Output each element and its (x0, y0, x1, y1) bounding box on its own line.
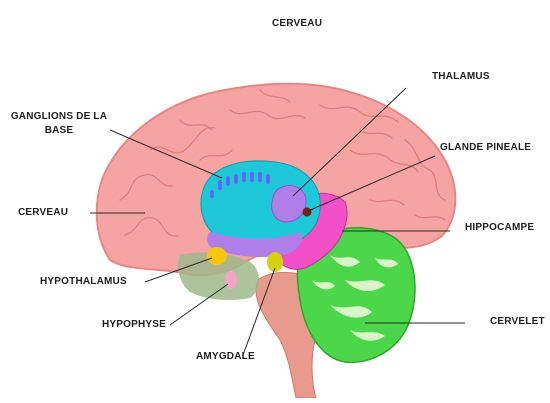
label-glande-pineale: GLANDE PINEALE (440, 142, 531, 153)
label-hypothalamus: HYPOTHALAMUS (40, 276, 127, 287)
label-cerveau: CERVEAU (18, 207, 68, 218)
label-cervelet: CERVELET (490, 316, 545, 327)
label-thalamus: THALAMUS (432, 71, 490, 82)
pineal-gland (303, 208, 312, 217)
label-ganglions: GANGLIONS DE LA BASE (8, 110, 110, 138)
diagram-title: CERVEAU (272, 18, 322, 29)
hypothalamus (207, 247, 227, 265)
label-hippocampe: HIPPOCAMPE (465, 222, 534, 233)
label-amygdale: AMYGDALE (196, 351, 255, 362)
label-hypophyse: HYPOPHYSE (102, 319, 166, 330)
pituitary (225, 271, 237, 289)
